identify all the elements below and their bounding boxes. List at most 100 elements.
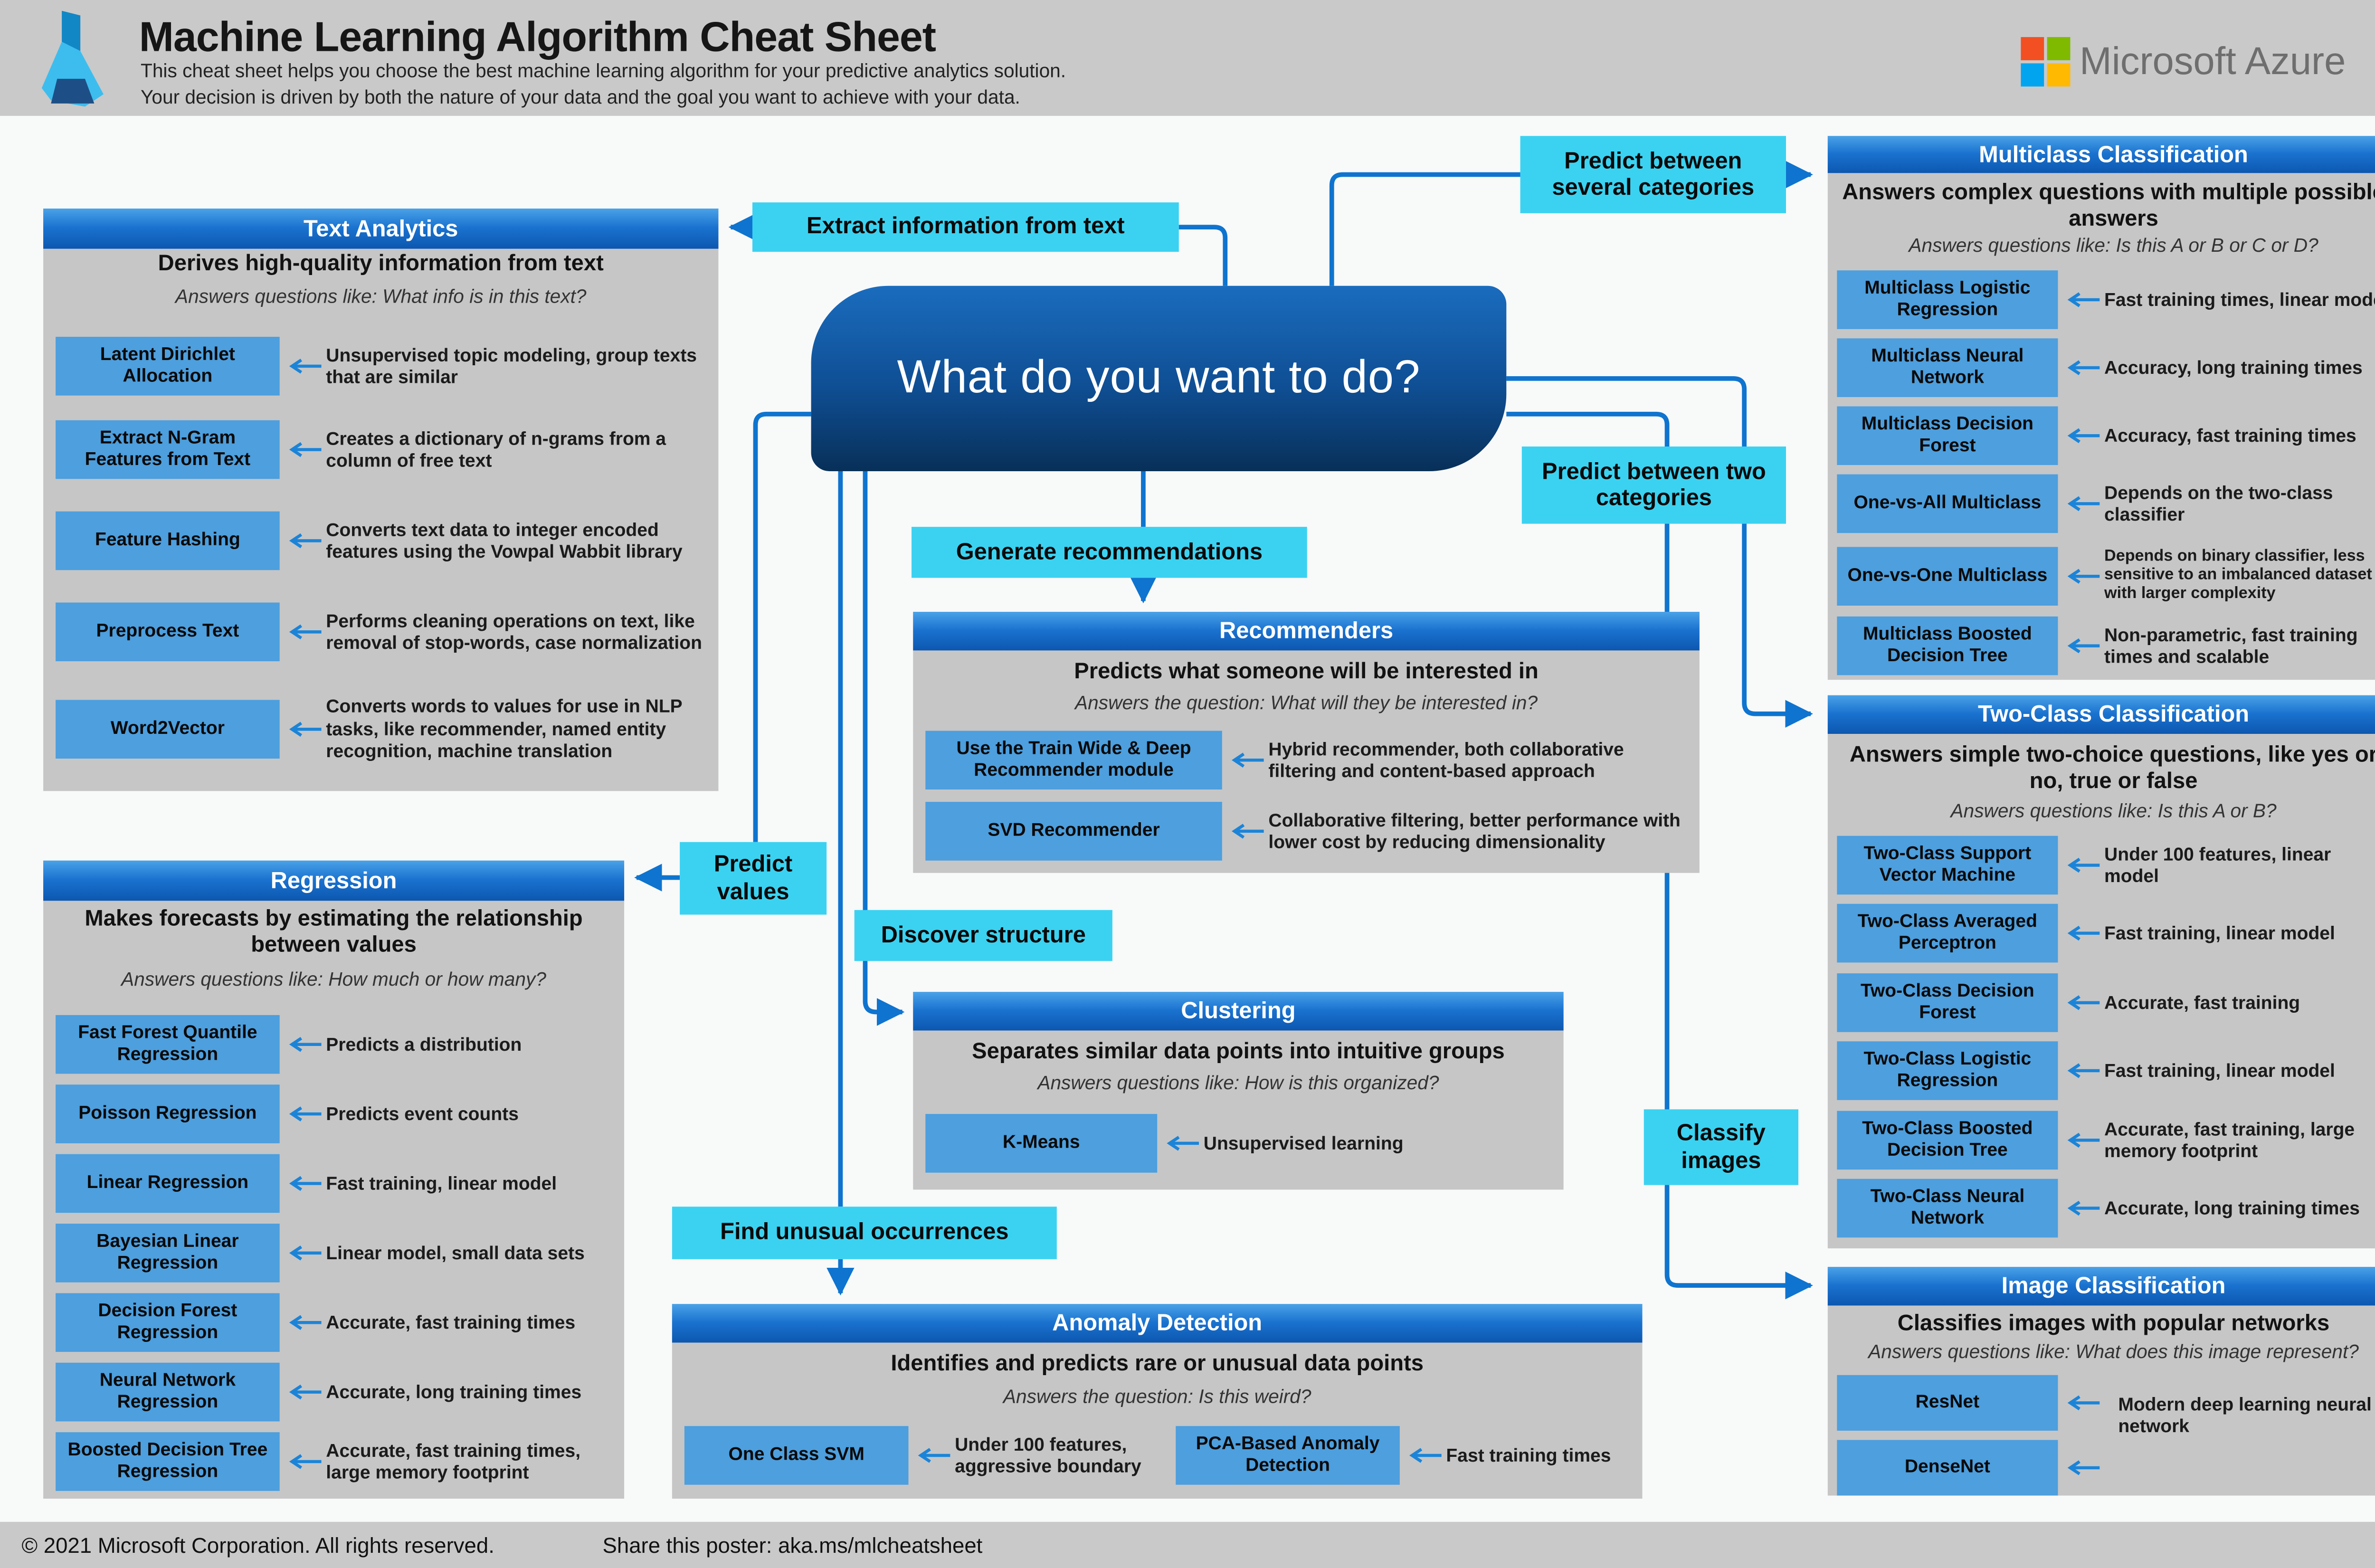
decision-label-discover-structure: Discover structure — [854, 910, 1112, 961]
hero-question-label: What do you want to do? — [897, 352, 1421, 403]
algorithm-desc: Accurate, fast training times, large mem… — [326, 1439, 581, 1483]
panel-anomaly-detection: Anomaly Detection Identifies and predict… — [672, 1304, 1643, 1499]
footer-copyright: © 2021 Microsoft Corporation. All rights… — [21, 1532, 494, 1558]
algorithm-desc: Fast training times — [1446, 1444, 1611, 1466]
algo-row: Multiclass Boosted Decision Tree Non-par… — [1837, 615, 2375, 677]
left-arrow-icon — [289, 359, 322, 374]
left-arrow-icon — [2067, 496, 2100, 512]
panel-question: Answers questions like: How is this orga… — [1037, 1072, 1439, 1094]
algorithm-box-bayesian-linear-regression: Bayesian Linear Regression — [56, 1224, 280, 1283]
algorithm-box-multiclass-boosted-decision-tree: Multiclass Boosted Decision Tree — [1837, 616, 2058, 675]
algo-row: Extract N-Gram Features from Text Create… — [56, 414, 709, 485]
algo-row: K-Means Unsupervised learning — [925, 1112, 1554, 1174]
subtitle-line-2: Your decision is driven by both the natu… — [140, 86, 1020, 108]
algorithm-box-two-class-logistic-regression: Two-Class Logistic Regression — [1837, 1041, 2058, 1100]
left-arrow-icon — [1231, 752, 1264, 768]
algo-row: Boosted Decision Tree Regression Accurat… — [56, 1429, 615, 1494]
header-band — [0, 0, 2375, 116]
left-arrow-icon — [289, 533, 322, 549]
algorithm-desc: Predicts event counts — [326, 1102, 519, 1125]
panel-multiclass-classification: Multiclass Classification Answers comple… — [1827, 136, 2375, 680]
left-arrow-icon — [2067, 925, 2100, 941]
algo-row: Preprocess Text Performs cleaning operat… — [56, 590, 709, 674]
panel-title: Separates similar data points into intui… — [972, 1039, 1505, 1065]
left-arrow-icon — [2067, 638, 2100, 654]
algo-row: Latent Dirichlet Allocation Unsupervised… — [56, 332, 709, 400]
algo-row: Two-Class Decision Forest Accurate, fast… — [1837, 972, 2375, 1034]
algo-row: One-vs-One Multiclass Depends on binary … — [1837, 541, 2375, 612]
algorithm-desc: Under 100 features, aggressive boundary — [955, 1433, 1141, 1477]
left-arrow-icon — [289, 1384, 322, 1400]
panel-header-label: Regression — [270, 867, 397, 894]
algorithm-box-two-class-support-vector-machine: Two-Class Support Vector Machine — [1837, 836, 2058, 895]
algo-row: SVD Recommender Collaborative filtering,… — [925, 800, 1690, 862]
panel-header-anomaly-detection: Anomaly Detection — [672, 1304, 1643, 1343]
connector-extract-info — [1178, 225, 1228, 286]
algorithm-desc: Depends on binary classifier, less sensi… — [2104, 547, 2372, 603]
panel-two-class-classification: Two-Class Classification Answers simple … — [1827, 695, 2375, 1249]
algo-row: Multiclass Logistic Regression Fast trai… — [1837, 269, 2375, 331]
brand-name: Microsoft Azure — [2079, 40, 2346, 84]
algorithm-box-k-means: K-Means — [925, 1114, 1158, 1173]
page-title: Machine Learning Algorithm Cheat Sheet — [139, 14, 936, 60]
left-arrow-icon — [2067, 995, 2100, 1010]
left-arrow-icon — [2067, 1063, 2100, 1078]
algorithm-box-word2vector: Word2Vector — [56, 700, 280, 759]
microsoft-logo-blue-square — [2021, 63, 2044, 87]
algorithm-box-multiclass-decision-forest: Multiclass Decision Forest — [1837, 406, 2058, 466]
algorithm-box-one-vs-one-multiclass: One-vs-One Multiclass — [1837, 547, 2058, 606]
left-arrow-icon — [2067, 569, 2100, 584]
decision-label-generate-recommendations: Generate recommendations — [912, 527, 1307, 578]
algorithm-box-two-class-averaged-perceptron: Two-Class Averaged Perceptron — [1837, 903, 2058, 963]
footer-band — [0, 1521, 2375, 1568]
algorithm-box-boosted-decision-tree-regression: Boosted Decision Tree Regression — [56, 1432, 280, 1491]
algo-row: Neural Network Regression Accurate, long… — [56, 1359, 615, 1425]
footer-share-link: Share this poster: aka.ms/mlcheatsheet — [602, 1532, 983, 1558]
algorithm-desc: Creates a dictionary of n-grams from a c… — [326, 427, 666, 472]
panel-question: Answers questions like: What info is in … — [175, 285, 587, 308]
algorithm-box-resnet: ResNet — [1837, 1375, 2058, 1431]
left-arrow-icon — [289, 1037, 322, 1052]
algorithm-desc: Collaborative filtering, better performa… — [1268, 809, 1681, 853]
left-arrow-icon — [1167, 1136, 1199, 1151]
algorithm-box-densenet: DenseNet — [1837, 1440, 2058, 1496]
algo-row: One Class SVM Under 100 features, aggres… — [684, 1421, 1160, 1489]
panel-header-image-classification: Image Classification — [1827, 1267, 2375, 1306]
panel-title: Answers complex questions with multiple … — [1842, 181, 2375, 232]
algorithm-desc: Non-parametric, fast training times and … — [2104, 623, 2358, 668]
left-arrow-icon — [2067, 1460, 2100, 1475]
connector-predict-values — [753, 411, 811, 842]
left-arrow-icon — [289, 1106, 322, 1121]
left-arrow-icon — [1231, 824, 1264, 839]
panel-question: Answers questions like: What does this i… — [1868, 1341, 2359, 1363]
algo-row: Poisson Regression Predicts event counts — [56, 1084, 615, 1143]
panel-header-regression: Regression — [43, 860, 625, 901]
algorithm-box-feature-hashing: Feature Hashing — [56, 511, 280, 570]
algorithm-desc: Predicts a distribution — [326, 1033, 522, 1055]
left-arrow-icon — [289, 624, 322, 640]
decision-label-predict-values: Predict values — [680, 842, 827, 915]
left-arrow-icon — [2067, 857, 2100, 873]
algorithm-box-multiclass-neural-network: Multiclass Neural Network — [1837, 338, 2058, 397]
hero-question-box: What do you want to do? — [811, 285, 1507, 472]
panel-question: Answers questions like: How much or how … — [121, 969, 546, 990]
panel-clustering: Clustering Separates similar data points… — [913, 992, 1564, 1190]
algorithm-box-pca-based-anomaly-detection: PCA-Based Anomaly Detection — [1176, 1426, 1400, 1485]
algorithm-box-fast-forest-quantile-regression: Fast Forest Quantile Regression — [56, 1015, 280, 1074]
algorithm-desc: Unsupervised topic modeling, group texts… — [326, 344, 697, 388]
algorithm-desc: Performs cleaning operations on text, li… — [326, 609, 702, 654]
panel-header-label: Two-Class Classification — [1977, 701, 2250, 728]
algo-row: DenseNet — [1837, 1440, 2112, 1496]
panel-header-label: Anomaly Detection — [1052, 1310, 1263, 1337]
subtitle-line-1: This cheat sheet helps you choose the be… — [140, 60, 1066, 82]
connector-several-categories — [1329, 172, 1520, 286]
algorithm-box-neural-network-regression: Neural Network Regression — [56, 1362, 280, 1422]
algorithm-desc: Unsupervised learning — [1203, 1132, 1404, 1154]
left-arrow-icon — [2067, 292, 2100, 307]
algo-row: Use the Train Wide & Deep Recommender mo… — [925, 729, 1690, 791]
left-arrow-icon — [2067, 1200, 2100, 1216]
decision-label-extract-information-from-text: Extract information from text — [752, 202, 1179, 252]
panel-question: Answers questions like: Is this A or B? — [1950, 800, 2277, 822]
algo-row: PCA-Based Anomaly Detection Fast trainin… — [1176, 1421, 1633, 1489]
left-arrow-icon — [289, 722, 322, 737]
